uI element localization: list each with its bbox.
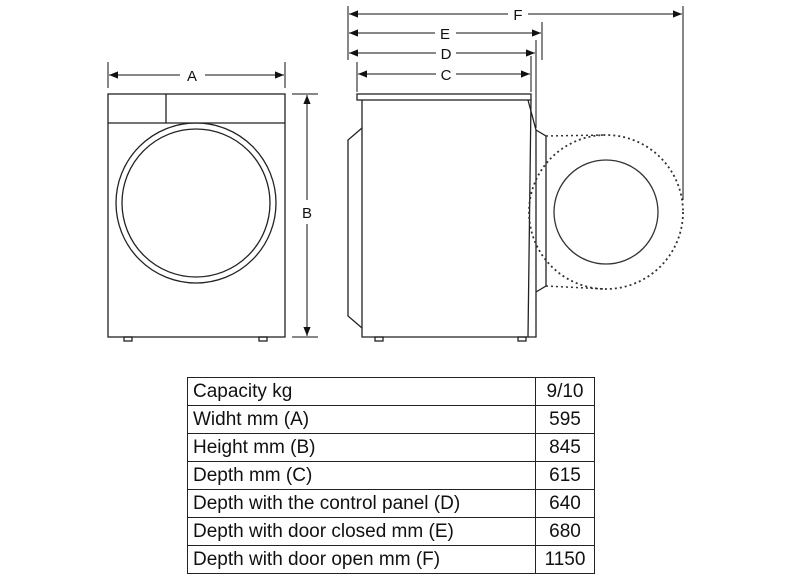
spec-label: Capacity kg (187, 377, 536, 406)
spec-label: Depth with door closed mm (E) (187, 517, 536, 546)
side-foot-front (517, 336, 527, 342)
front-body-outline (107, 93, 286, 338)
top-cover (356, 93, 532, 101)
open-door-glass (553, 159, 659, 265)
dimension-a-label: A (187, 68, 197, 85)
spec-label: Depth mm (C) (187, 461, 536, 490)
spec-label: Depth with the control panel (D) (187, 489, 536, 518)
side-foot-rear (374, 336, 384, 342)
door-closed-profile (535, 129, 547, 293)
open-door-outline (528, 134, 684, 290)
specifications-table: Capacity kg 9/10 Widht mm (A) 595 Height… (187, 377, 595, 574)
open-door-bottom-edge (545, 285, 607, 290)
front-foot-left (123, 336, 133, 342)
spec-value: 640 (535, 489, 595, 518)
dimension-e-label: E (440, 26, 450, 43)
depth-dimensions (347, 6, 684, 200)
table-row: Height mm (B) 845 (187, 433, 595, 462)
appliance-dimension-drawing: A B (107, 6, 684, 342)
dimension-d-label: D (441, 46, 452, 63)
dimension-a (107, 62, 286, 88)
table-row: Depth with door closed mm (E) 680 (187, 517, 595, 546)
front-panel-profile (527, 99, 537, 338)
spec-value: 9/10 (535, 377, 595, 406)
door-ring-outer (115, 122, 277, 284)
rear-protrusion (347, 127, 363, 329)
spec-label: Height mm (B) (187, 433, 536, 462)
front-foot-right (258, 336, 268, 342)
dimension-b-label: B (302, 205, 312, 222)
side-body-outline (361, 99, 532, 338)
spec-label: Depth with door open mm (F) (187, 545, 536, 574)
door-ring-inner (121, 128, 271, 278)
dimension-b (292, 93, 318, 338)
table-row: Depth mm (C) 615 (187, 461, 595, 490)
side-view (347, 93, 547, 342)
table-row: Widht mm (A) 595 (187, 405, 595, 434)
table-row: Capacity kg 9/10 (187, 377, 595, 406)
dimension-f-label: F (513, 7, 522, 24)
open-door-top-edge (545, 134, 607, 137)
table-row: Depth with the control panel (D) 640 (187, 489, 595, 518)
spec-value: 595 (535, 405, 595, 434)
dimension-c-label: C (441, 67, 452, 84)
open-door (528, 134, 684, 290)
table-row: Depth with door open mm (F) 1150 (187, 545, 595, 574)
spec-value: 845 (535, 433, 595, 462)
spec-value: 615 (535, 461, 595, 490)
front-view (107, 93, 286, 342)
spec-label: Widht mm (A) (187, 405, 536, 434)
spec-value: 1150 (535, 545, 595, 574)
spec-value: 680 (535, 517, 595, 546)
